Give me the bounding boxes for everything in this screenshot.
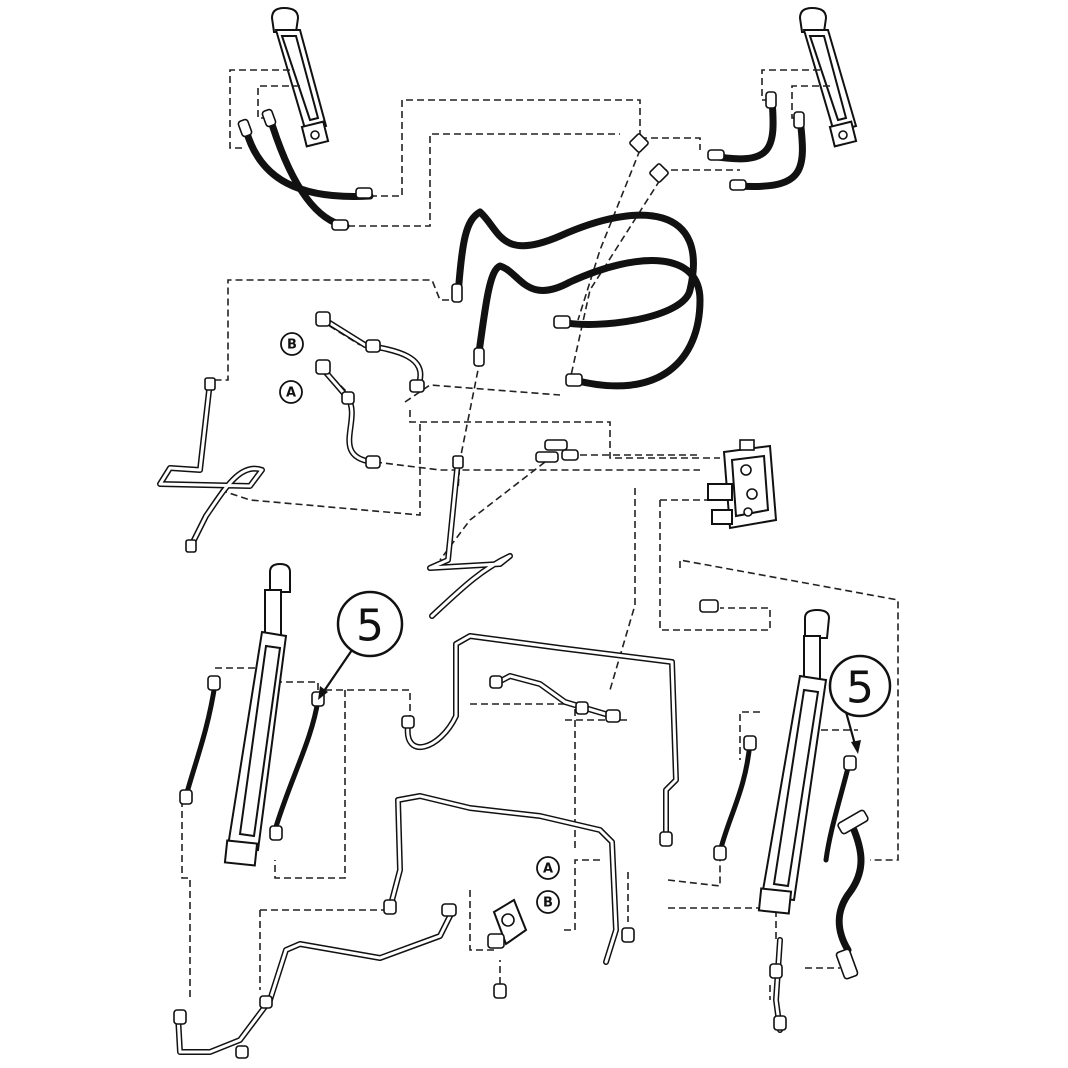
port-a-label-upper: A [279, 380, 303, 404]
port-a-label-lower: A [536, 856, 560, 880]
item-5-callout-left: 5 [336, 590, 404, 658]
top-right-cylinder [798, 6, 858, 148]
svg-text:B: B [287, 338, 297, 353]
svg-text:A: A [286, 386, 296, 401]
item-5-callout-right: 5 [828, 654, 892, 718]
upper-hose-fittings [237, 91, 805, 387]
lower-hoses [179, 675, 869, 980]
lower-selector-valve [487, 898, 528, 999]
item-5-arrowhead-left [318, 686, 328, 700]
lower-rigid-tubes [173, 633, 787, 1059]
svg-text:A: A [543, 862, 553, 877]
valve-inlet-fittings [535, 439, 579, 463]
item-5-leader-left [321, 649, 353, 695]
port-b-label-upper: B [280, 332, 304, 356]
item-5-arrowhead-right [851, 740, 861, 754]
upper-hoses [242, 96, 806, 390]
port-b-label-lower: B [536, 890, 560, 914]
control-valve [699, 439, 778, 613]
center-bracket-tube [427, 455, 513, 619]
svg-text:5: 5 [846, 663, 874, 714]
lower-left-cylinder [223, 562, 291, 867]
port-tubes-upper [315, 311, 425, 469]
svg-text:5: 5 [356, 601, 384, 652]
left-bracket-tube [157, 377, 265, 553]
top-left-cylinder [270, 6, 330, 148]
svg-text:B: B [543, 896, 553, 911]
lower-right-cylinder [757, 608, 831, 915]
